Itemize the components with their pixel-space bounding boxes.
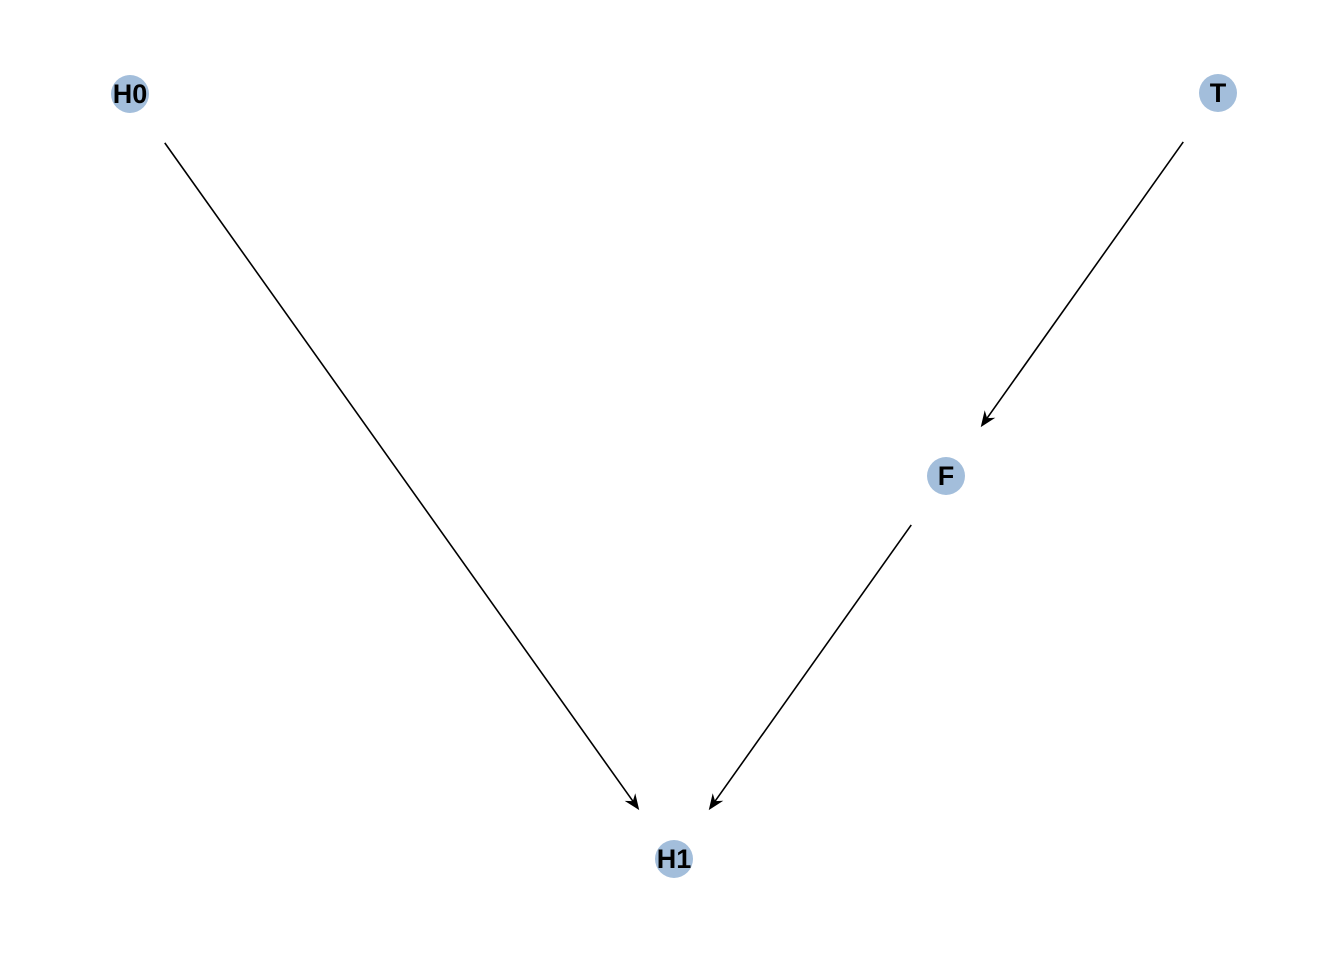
node-label: H0	[113, 79, 148, 109]
edge-t-to-f	[980, 141, 1184, 428]
node-label: T	[1210, 78, 1227, 108]
node-h0: H0	[111, 75, 149, 113]
node-circle	[927, 457, 965, 495]
node-circle	[111, 75, 149, 113]
node-label: H1	[657, 844, 692, 874]
edge-h0-to-h1	[164, 142, 640, 811]
edges-layer	[164, 141, 1184, 811]
edge-line	[164, 142, 636, 805]
node-circle	[655, 840, 693, 878]
node-label: F	[938, 461, 955, 491]
arrowhead-icon	[708, 793, 724, 811]
node-t: T	[1199, 74, 1237, 112]
edge-f-to-h1	[708, 524, 912, 811]
edge-line	[984, 141, 1184, 422]
node-h1: H1	[655, 840, 693, 878]
nodes-layer: H0 T F H1	[111, 74, 1237, 878]
arrowhead-icon	[624, 793, 640, 811]
edge-line	[712, 524, 912, 805]
arrowhead-icon	[980, 410, 996, 428]
node-circle	[1199, 74, 1237, 112]
node-f: F	[927, 457, 965, 495]
